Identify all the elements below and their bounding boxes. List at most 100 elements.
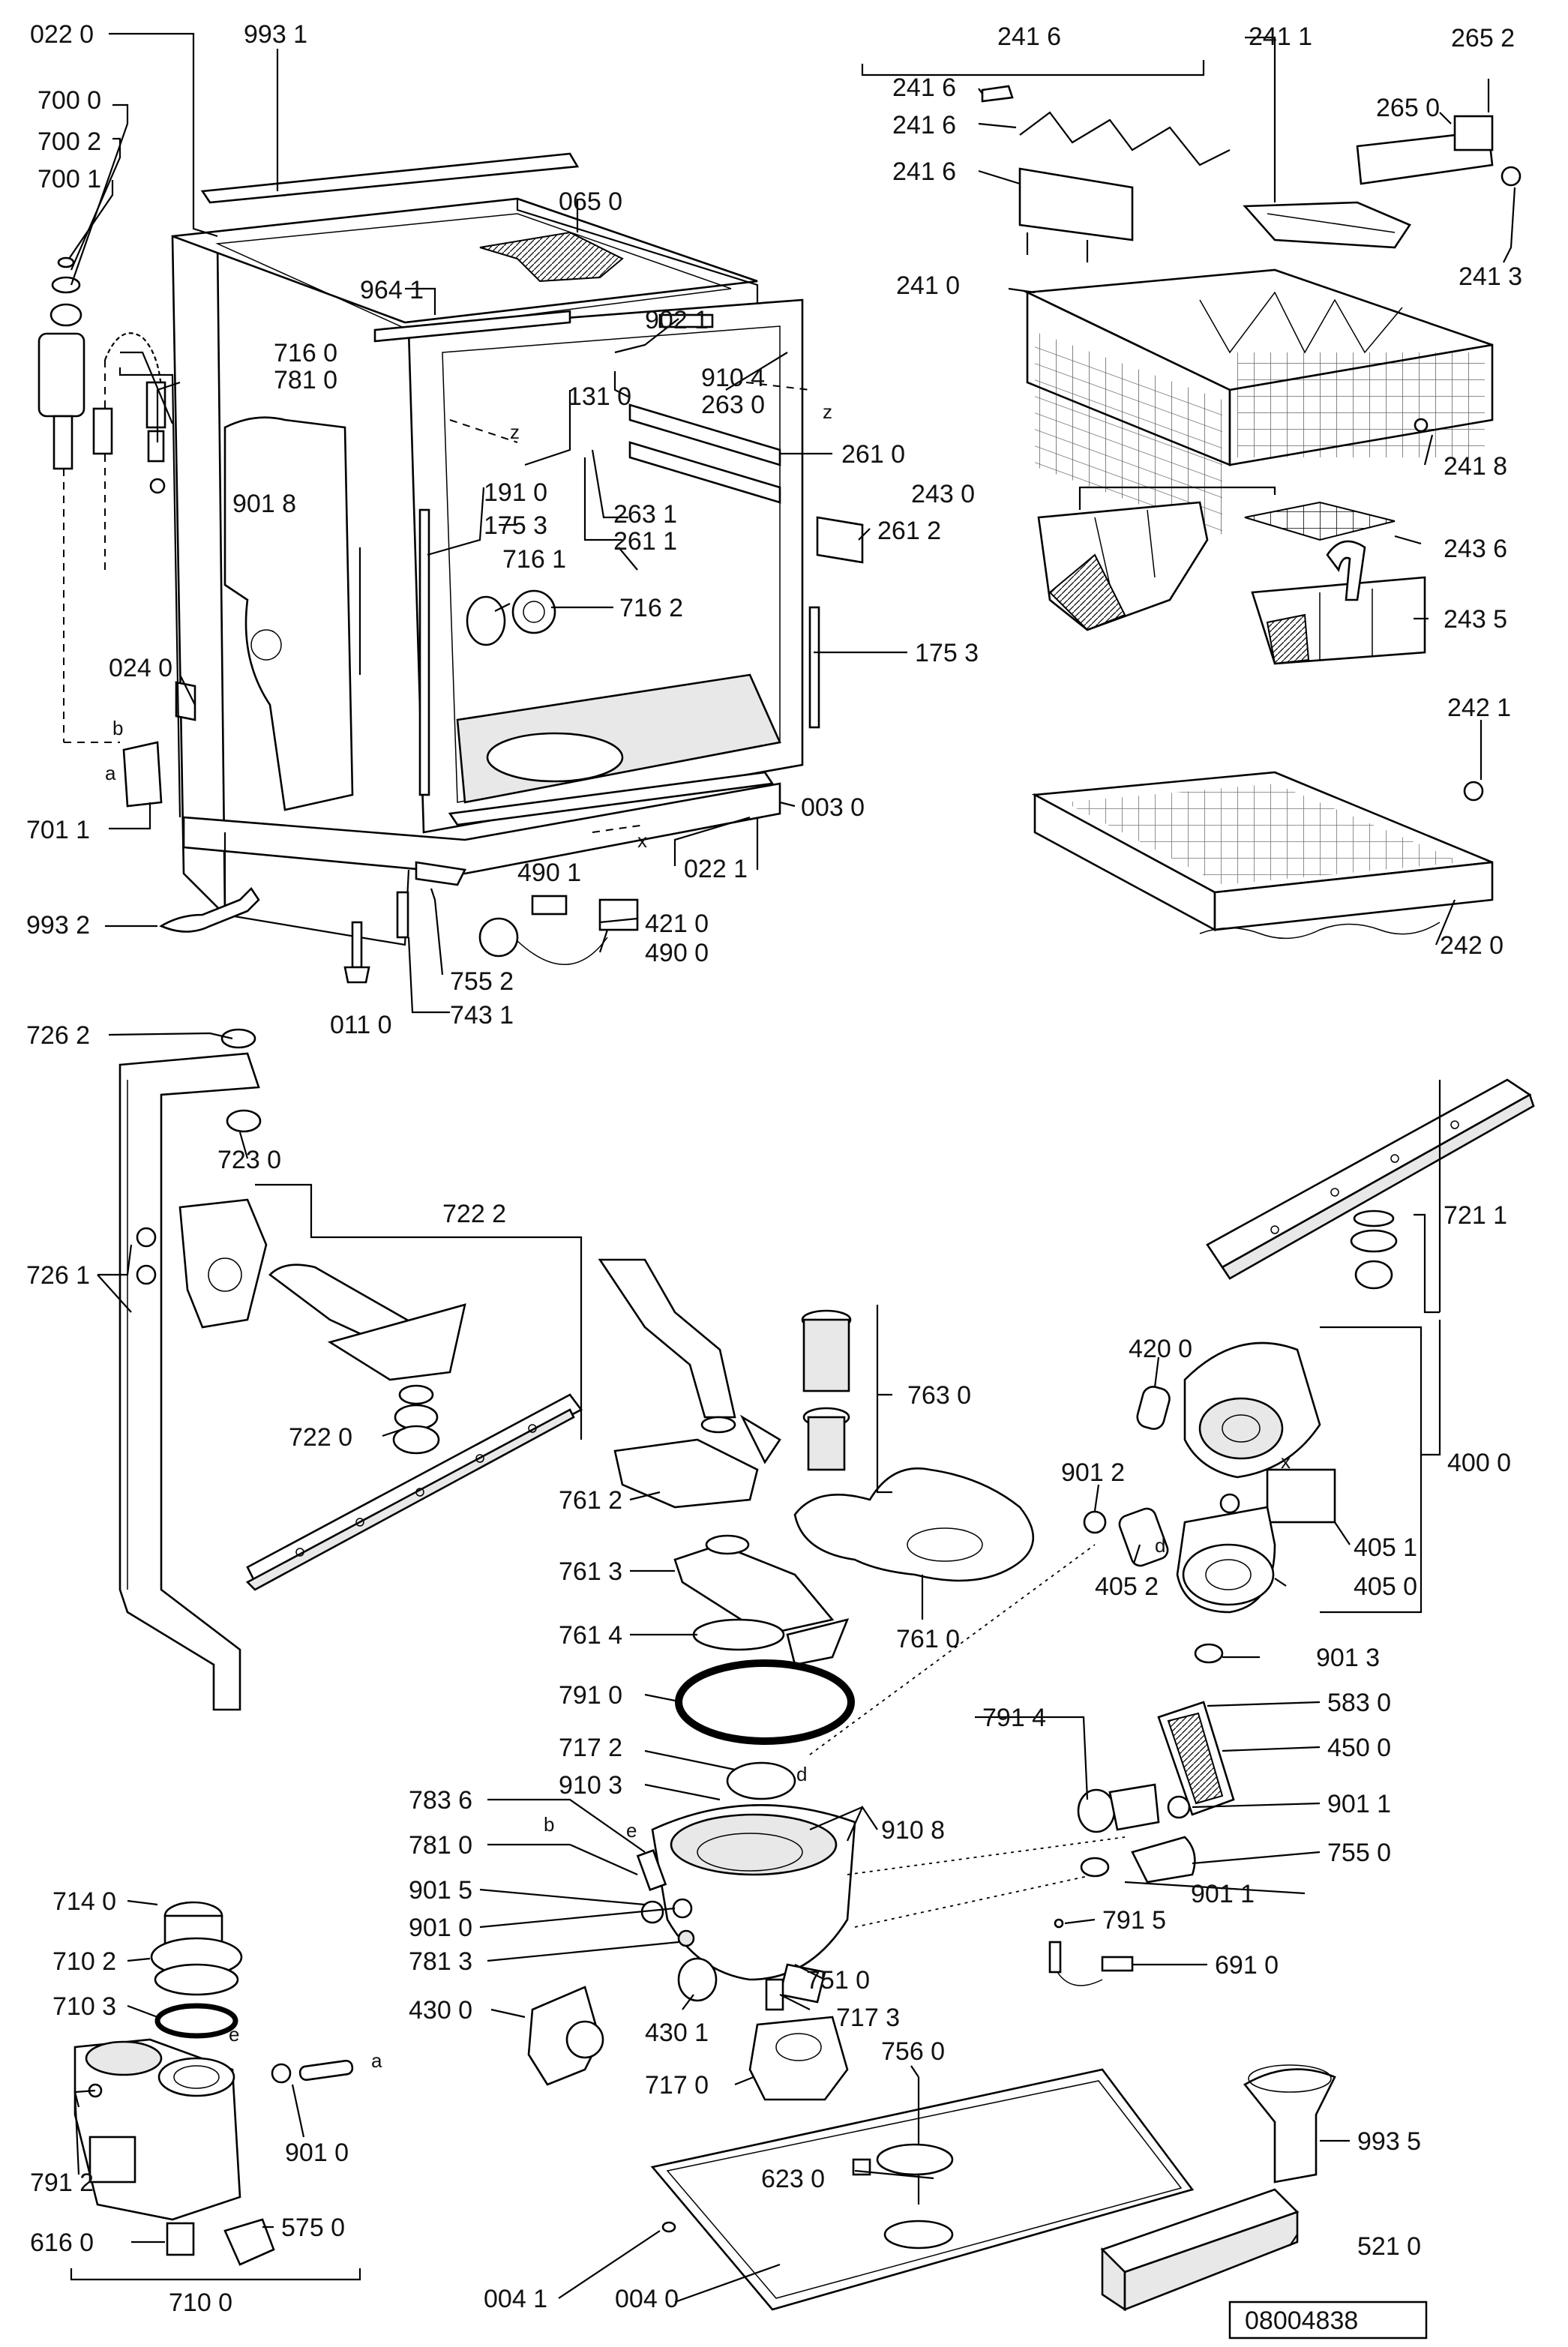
label-791-4: 791 4 xyxy=(982,1704,1046,1732)
label-901-1-upper: 901 1 xyxy=(1327,1790,1391,1818)
top-insulation-strip xyxy=(200,152,580,204)
label-450-0: 450 0 xyxy=(1327,1734,1391,1762)
label-616-0: 616 0 xyxy=(30,2229,94,2257)
label-243-0: 243 0 xyxy=(911,480,975,508)
sump-filter-assembly xyxy=(527,1258,1126,2101)
label-717-0: 717 0 xyxy=(645,2071,709,2100)
label-400-0: 400 0 xyxy=(1447,1449,1511,1477)
label-714-0: 714 0 xyxy=(52,1887,116,1916)
label-191-0: 191 0 xyxy=(484,478,547,507)
label-263-1: 263 1 xyxy=(613,500,677,529)
dishwasher-tub-cabinet xyxy=(159,152,864,984)
label-716-0: 716 0 xyxy=(274,339,337,367)
label-901-5: 901 5 xyxy=(409,1876,472,1905)
label-241-6-c: 241 6 xyxy=(892,157,956,186)
label-717-3: 717 3 xyxy=(836,2004,900,2032)
label-761-0: 761 0 xyxy=(896,1625,960,1653)
label-723-0: 723 0 xyxy=(217,1146,281,1174)
label-430-0: 430 0 xyxy=(409,1996,472,2025)
label-243-6: 243 6 xyxy=(1444,535,1507,563)
label-003-0: 003 0 xyxy=(801,793,865,822)
label-242-1: 242 1 xyxy=(1447,694,1511,722)
label-721-1: 721 1 xyxy=(1444,1201,1507,1230)
label-241-6-group: 241 6 xyxy=(997,22,1061,51)
label-910-3: 910 3 xyxy=(559,1771,622,1800)
drawing-number: 08004838 xyxy=(1245,2307,1358,2335)
label-261-2: 261 2 xyxy=(877,517,941,545)
label-405-1: 405 1 xyxy=(1354,1533,1417,1562)
letter-a-2: a xyxy=(371,2049,382,2072)
label-751-0: 751 0 xyxy=(806,1966,870,1995)
label-726-1: 726 1 xyxy=(26,1261,90,1290)
label-791-2: 791 2 xyxy=(30,2169,94,2197)
label-521-0: 521 0 xyxy=(1357,2232,1421,2261)
cutlery-baskets xyxy=(1037,501,1426,665)
letter-x-1: x xyxy=(637,829,647,852)
label-263-0: 263 0 xyxy=(701,391,765,419)
label-901-2: 901 2 xyxy=(1061,1458,1125,1487)
label-405-2: 405 2 xyxy=(1095,1572,1159,1601)
letter-e-2: e xyxy=(229,2023,239,2046)
label-175-3-right: 175 3 xyxy=(915,639,979,667)
salt-container-assembly xyxy=(73,1901,354,2266)
label-964-1: 964 1 xyxy=(360,276,424,304)
label-583-0: 583 0 xyxy=(1327,1689,1391,1717)
label-781-0-upper: 781 0 xyxy=(274,366,337,394)
letter-b-1: b xyxy=(112,717,123,739)
label-755-0: 755 0 xyxy=(1327,1839,1391,1867)
label-722-2: 722 2 xyxy=(442,1200,506,1228)
label-993-2: 993 2 xyxy=(26,911,90,940)
label-710-2: 710 2 xyxy=(52,1947,116,1976)
label-791-0: 791 0 xyxy=(559,1681,622,1710)
label-261-0: 261 0 xyxy=(841,440,905,469)
label-024-0: 024 0 xyxy=(109,654,172,682)
label-763-0: 763 0 xyxy=(907,1381,971,1410)
label-700-2: 700 2 xyxy=(37,127,101,156)
label-261-1: 261 1 xyxy=(613,527,677,556)
label-022-1: 022 1 xyxy=(684,855,748,883)
label-004-0: 004 0 xyxy=(615,2285,679,2313)
label-901-3: 901 3 xyxy=(1316,1644,1380,1672)
label-781-3: 781 3 xyxy=(409,1947,472,1976)
label-700-0: 700 0 xyxy=(37,86,101,115)
label-761-4: 761 4 xyxy=(559,1621,622,1650)
label-743-1: 743 1 xyxy=(450,1001,514,1030)
label-430-1: 430 1 xyxy=(645,2019,709,2047)
label-691-0: 691 0 xyxy=(1215,1951,1279,1980)
label-701-1: 701 1 xyxy=(26,816,90,844)
label-575-0: 575 0 xyxy=(281,2214,345,2242)
label-901-8: 901 8 xyxy=(232,490,296,518)
label-901-0-center: 901 0 xyxy=(409,1914,472,1942)
part-labels: 022 0 993 1 700 0 700 2 700 1 065 0 964 … xyxy=(26,20,1522,2317)
spray-pipe-assembly xyxy=(118,1028,583,1711)
label-421-0: 421 0 xyxy=(645,910,709,938)
label-717-2: 717 2 xyxy=(559,1734,622,1762)
label-623-0: 623 0 xyxy=(761,2165,825,2193)
letter-d-1: d xyxy=(796,1763,807,1785)
lower-basket xyxy=(1031,771,1494,940)
leader-lines xyxy=(68,32,1516,2304)
label-011-0: 011 0 xyxy=(330,1011,392,1039)
label-910-4: 910 4 xyxy=(701,364,765,392)
label-241-6-a: 241 6 xyxy=(892,73,956,102)
label-241-6-b: 241 6 xyxy=(892,111,956,139)
label-131-0: 131 0 xyxy=(568,382,631,411)
label-761-3: 761 3 xyxy=(559,1557,622,1586)
label-910-8: 910 8 xyxy=(881,1816,945,1845)
label-902-1: 902 1 xyxy=(645,306,709,334)
upper-basket-group xyxy=(981,85,1522,535)
label-901-0-salt: 901 0 xyxy=(285,2139,349,2167)
label-242-0: 242 0 xyxy=(1440,931,1504,960)
connector-letters: z z x x b a b e d d e a xyxy=(105,400,1291,2072)
label-065-0: 065 0 xyxy=(559,187,622,216)
label-490-1: 490 1 xyxy=(517,859,581,887)
label-993-1: 993 1 xyxy=(244,20,307,49)
label-901-1-lower: 901 1 xyxy=(1191,1880,1255,1908)
label-756-0: 756 0 xyxy=(881,2037,945,2066)
label-993-5: 993 5 xyxy=(1357,2127,1421,2156)
inlet-hose-assembly xyxy=(37,256,166,808)
label-241-0: 241 0 xyxy=(896,271,960,300)
label-420-0: 420 0 xyxy=(1129,1335,1192,1363)
label-022-0: 022 0 xyxy=(30,20,94,49)
